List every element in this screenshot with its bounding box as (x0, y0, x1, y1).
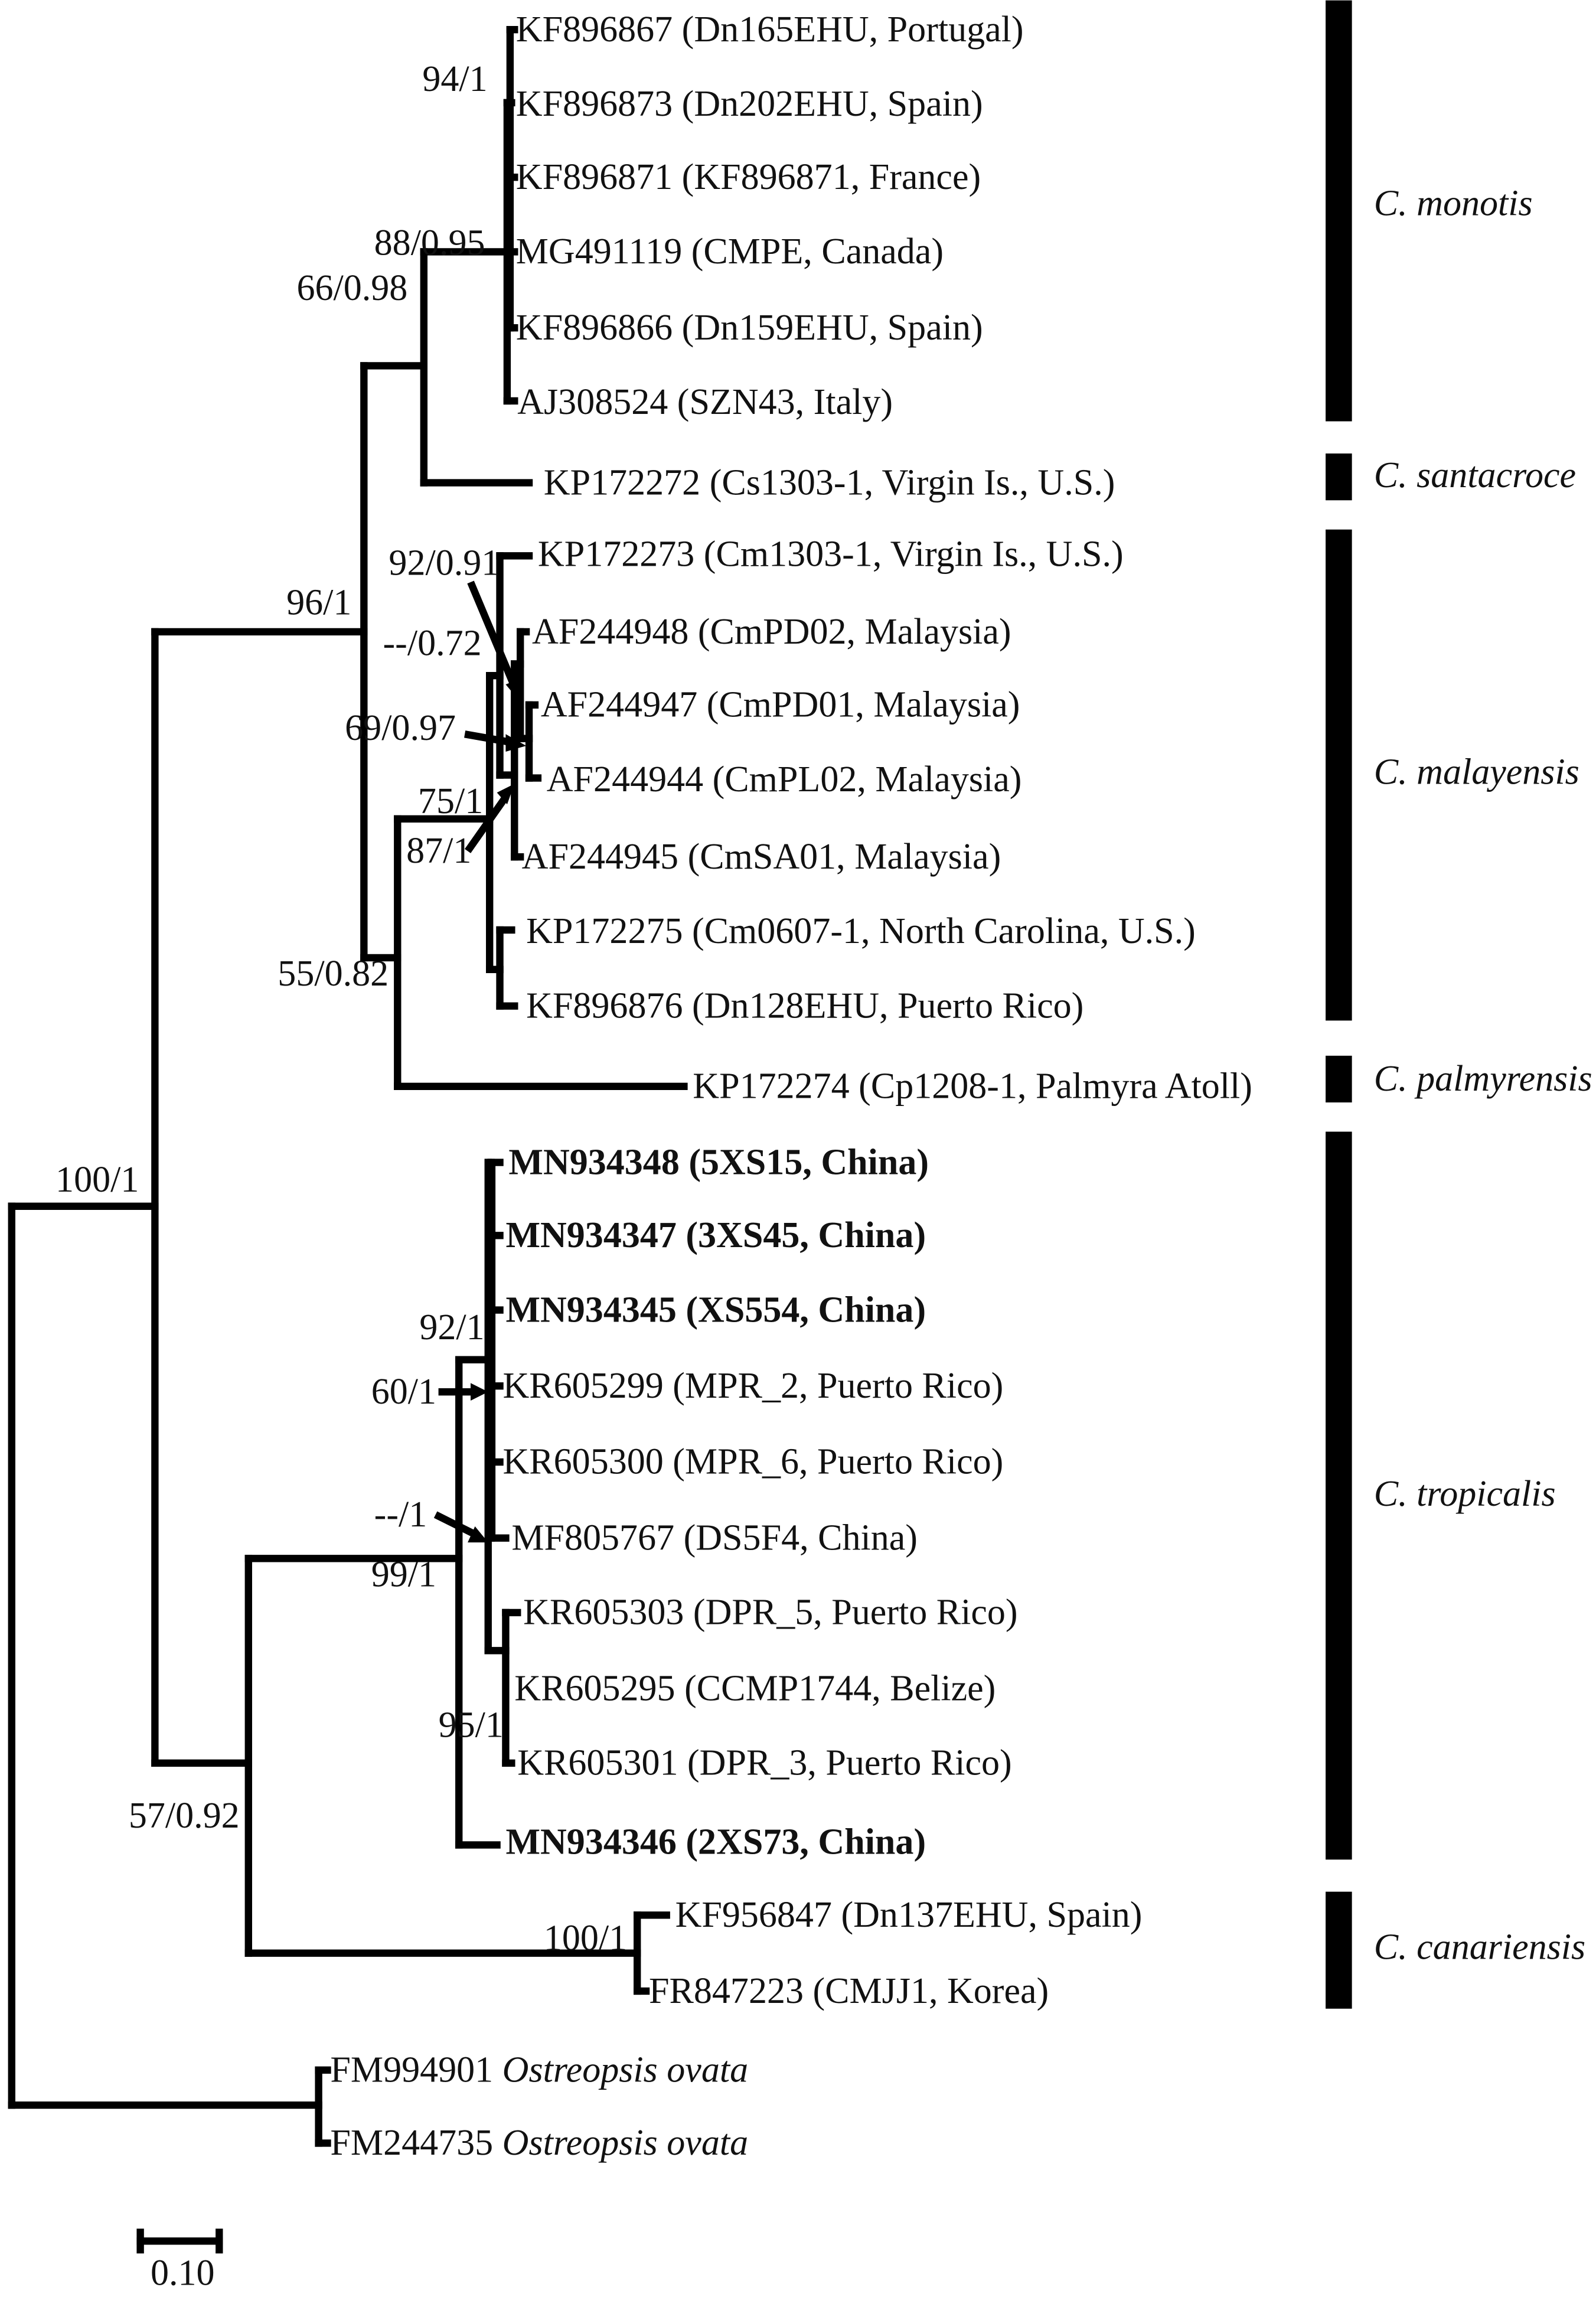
support-99-1: 99/1 (371, 1554, 436, 1594)
taxon-label-af244948: AF244948 (CmPD02, Malaysia) (532, 612, 1011, 652)
support-57-092: 57/0.92 (129, 1796, 240, 1836)
taxon-label-kp172273: KP172273 (Cm1303-1, Virgin Is., U.S.) (538, 534, 1124, 575)
clade-name-tropicalis: C. tropicalis (1374, 1474, 1556, 1514)
annotation-arrows (433, 580, 527, 1543)
taxon-label-kr605299: KR605299 (MPR_2, Puerto Rico) (502, 1366, 1003, 1406)
support-60-1: 60/1 (371, 1372, 436, 1412)
taxon-label-kf896866: KF896866 (Dn159EHU, Spain) (516, 308, 983, 348)
support-92-1: 92/1 (419, 1307, 484, 1347)
taxon-label-fm994901: FM994901 Ostreopsis ovata (330, 2050, 748, 2090)
taxon-label-kr605295: KR605295 (CCMP1744, Belize) (514, 1668, 996, 1708)
support-values: 94/1 88/0.95 66/0.98 96/1 92/0.91 --/0.7… (56, 59, 627, 1959)
support-dash-1: --/1 (374, 1495, 427, 1535)
taxon-label-mn934348: MN934348 (5XS15, China) (508, 1142, 929, 1182)
taxon-label-mn934345: MN934345 (XS554, China) (505, 1290, 926, 1330)
clade-name-monotis: C. monotis (1374, 184, 1533, 224)
taxon-label-kr605301: KR605301 (DPR_3, Puerto Rico) (517, 1743, 1011, 1783)
support-100-1-canariensis: 100/1 (544, 1918, 627, 1959)
arrowhead-60-1 (471, 1383, 488, 1401)
fm994901-species: Ostreopsis ovata (502, 2050, 748, 2090)
fm244735-species: Ostreopsis ovata (502, 2123, 748, 2163)
support-88-095: 88/0.95 (374, 223, 485, 263)
taxon-labels: KF896867 (Dn165EHU, Portugal) KF896873 (… (330, 9, 1252, 2163)
support-55-082: 55/0.82 (278, 954, 389, 994)
taxon-label-mf805767: MF805767 (DS5F4, China) (511, 1518, 918, 1558)
taxon-label-kf896873: KF896873 (Dn202EHU, Spain) (516, 84, 983, 124)
support-dash-072: --/0.72 (383, 624, 482, 664)
taxon-label-mn934346: MN934346 (2XS73, China) (505, 1822, 926, 1862)
fm244735-accession: FM244735 (330, 2123, 493, 2163)
arrow-87-1 (465, 795, 509, 853)
clade-annotations: C. monotis C. santacroce C. malayensis C… (1326, 0, 1592, 2009)
taxon-label-kf896871: KF896871 (KF896871, France) (516, 157, 981, 197)
taxon-label-kf956847: KF956847 (Dn137EHU, Spain) (675, 1895, 1143, 1935)
taxon-label-fm244735: FM244735 Ostreopsis ovata (330, 2123, 748, 2163)
taxon-label-kf896867: KF896867 (Dn165EHU, Portugal) (516, 9, 1024, 50)
support-66-098: 66/0.98 (296, 268, 407, 308)
support-69-097: 69/0.97 (345, 708, 456, 748)
taxon-label-kr605300: KR605300 (MPR_6, Puerto Rico) (502, 1442, 1003, 1482)
taxon-label-aj308524: AJ308524 (SZN43, Italy) (517, 382, 893, 422)
taxon-label-kp172275: KP172275 (Cm0607-1, North Carolina, U.S.… (526, 911, 1196, 951)
clade-name-palmyrensis: C. palmyrensis (1374, 1059, 1592, 1099)
clade-name-santacroce: C. santacroce (1374, 455, 1576, 495)
arrow-dash-1 (433, 1511, 478, 1539)
support-100-1-root: 100/1 (56, 1160, 139, 1200)
taxon-label-mn934347: MN934347 (3XS45, China) (505, 1215, 926, 1255)
support-95-1: 95/1 (439, 1705, 504, 1745)
taxon-label-fr847223: FR847223 (CMJJ1, Korea) (649, 1971, 1049, 2011)
support-92-091: 92/0.91 (389, 543, 500, 583)
support-96-1: 96/1 (286, 582, 351, 622)
taxon-label-kp172272: KP172272 (Cs1303-1, Virgin Is., U.S.) (544, 462, 1115, 503)
arrowhead-69-097 (505, 734, 527, 752)
taxon-label-kf896876: KF896876 (Dn128EHU, Puerto Rico) (526, 986, 1083, 1026)
taxon-label-mg491119: MG491119 (CMPE, Canada) (516, 231, 944, 272)
support-75-1: 75/1 (418, 781, 483, 821)
tree-branches (8, 25, 688, 2147)
scale-bar-label: 0.10 (151, 2253, 215, 2293)
scale-bar: 0.10 (136, 2229, 223, 2293)
taxon-label-af244944: AF244944 (CmPL02, Malaysia) (547, 759, 1022, 800)
taxon-label-af244947: AF244947 (CmPD01, Malaysia) (541, 685, 1020, 725)
taxon-label-kr605303: KR605303 (DPR_5, Puerto Rico) (523, 1593, 1017, 1633)
support-87-1: 87/1 (406, 831, 471, 871)
support-94-1: 94/1 (422, 59, 487, 99)
clade-name-malayensis: C. malayensis (1374, 752, 1579, 792)
arrow-92-091 (467, 580, 520, 692)
arrowhead-92-091 (505, 678, 521, 702)
arrowhead-dash-1 (468, 1526, 488, 1543)
clade-name-canariensis: C. canariensis (1374, 1927, 1585, 1968)
taxon-label-kp172274: KP172274 (Cp1208-1, Palmyra Atoll) (693, 1066, 1252, 1107)
fm994901-accession: FM994901 (330, 2050, 493, 2090)
arrowhead-87-1 (497, 784, 515, 805)
taxon-label-af244945: AF244945 (CmSA01, Malaysia) (522, 837, 1001, 877)
